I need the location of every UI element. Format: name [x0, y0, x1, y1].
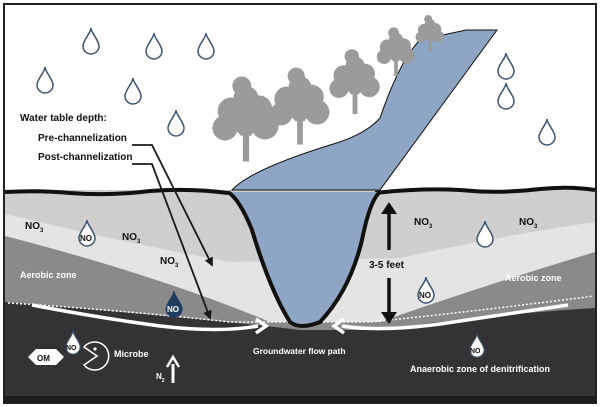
pre-channelization-arrow [132, 144, 213, 267]
microbe-icon [82, 341, 110, 371]
svg-text:NO: NO [167, 305, 179, 314]
n2-label: N2 [156, 372, 165, 384]
nitrate-label: NO3 [160, 256, 179, 269]
water-table-depth-label: Water table depth: [20, 113, 107, 124]
depth-label: 3-5 feet [369, 260, 405, 271]
post-channelization-arrow [132, 163, 212, 320]
nitrate-drop-icon: NO [469, 333, 485, 358]
nitrate-drop-dark-icon: NO [165, 290, 183, 318]
anaerobic-zone-label: Anaerobic zone of denitrification [410, 364, 550, 374]
aerobic-zone-label-left: Aerobic zone [20, 270, 77, 280]
water-table-dotted-line [7, 295, 595, 323]
svg-text:NO: NO [80, 234, 92, 243]
arrow-up-icon [381, 202, 397, 214]
ground-surface-line [4, 185, 596, 197]
depth-indicator: 3-5 feet [369, 202, 405, 324]
flow-arrow-right-icon [254, 317, 270, 335]
svg-text:NO: NO [470, 348, 481, 355]
nitrate-label: NO3 [122, 232, 141, 245]
channel-outline [226, 190, 382, 328]
flow-arrow-left-icon [330, 317, 346, 335]
nitrate-drop-icon: NO [65, 330, 81, 355]
arrow-down-icon [381, 312, 397, 324]
bottom-border [4, 396, 596, 403]
nitrate-label: NO3 [519, 217, 538, 230]
svg-text:NO: NO [419, 291, 431, 300]
nitrate-drop-icon: NO [78, 219, 96, 247]
nitrate-label: NO3 [25, 221, 44, 234]
stream-channel [228, 192, 380, 326]
aerobic-zone-label-right: Aerobic zone [505, 273, 562, 283]
organic-matter-badge: OM [28, 349, 64, 365]
groundwater-flow-path-label: Groundwater flow path [253, 346, 346, 356]
stream-surface [230, 29, 498, 191]
svg-text:OM: OM [37, 354, 50, 363]
groundwater-flow-path-left [31, 303, 259, 332]
groundwater-flow-path-right [341, 303, 569, 331]
arrow-up-icon [165, 354, 181, 368]
nitrate-label: NO3 [414, 217, 433, 230]
nitrate-labels: NO3 NO3 NO3 NO3 NO3 [25, 217, 538, 269]
nitrogen-gas-release: N2 [156, 354, 181, 384]
hexagon-icon [28, 349, 64, 365]
microbe-label: Microbe [114, 349, 149, 359]
nitrate-drops: NO NO NO NO NO [65, 219, 485, 358]
svg-text:NO: NO [66, 345, 77, 352]
nitrate-drop-icon: NO [417, 276, 435, 304]
post-channelization-label: Post-channelization [38, 152, 132, 163]
pre-channelization-label: Pre-channelization [38, 133, 127, 144]
